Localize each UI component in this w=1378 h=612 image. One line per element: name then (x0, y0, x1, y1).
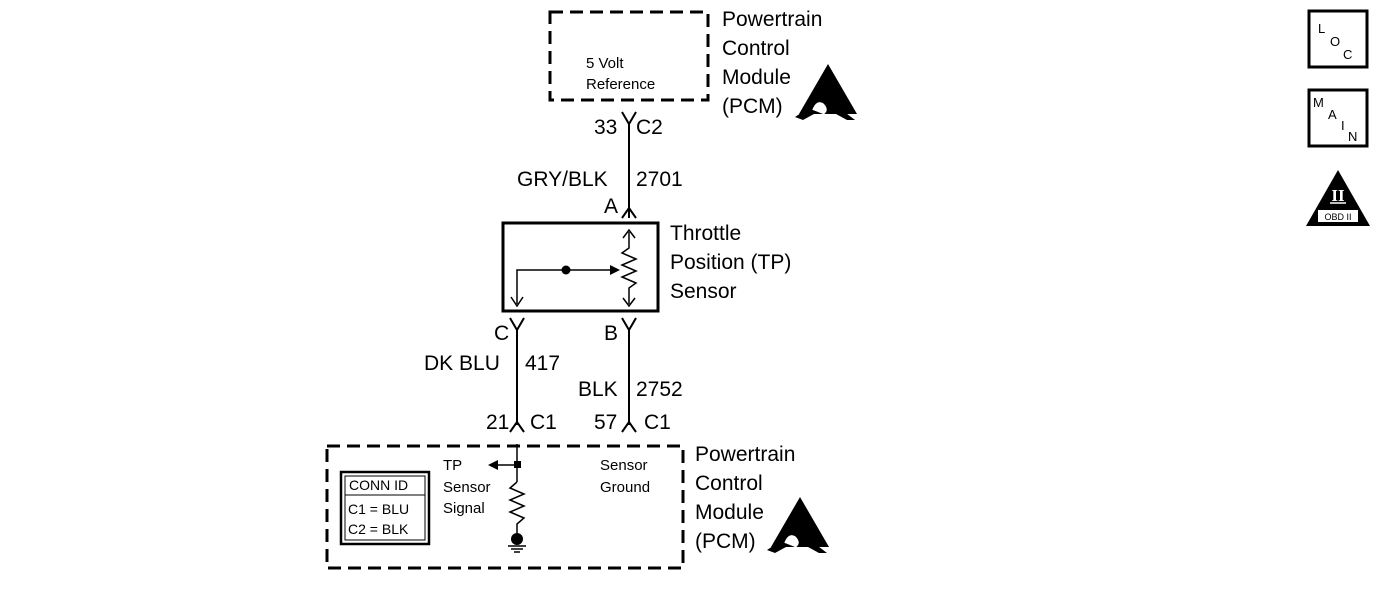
obd-ii-icon[interactable]: II OBD II (1306, 170, 1370, 226)
top-pcm-dashed-box (548, 10, 710, 102)
top-pcm-name-line3: Module (722, 66, 791, 89)
obd-roman-numeral: II (1331, 186, 1345, 205)
loc-icon[interactable]: L O C (1307, 9, 1369, 69)
signal-label-line1: TP (443, 457, 462, 474)
top-pcm-module: 5 Volt Reference Powertrain Control Modu… (548, 8, 857, 120)
top-connector: 33 C2 (594, 111, 663, 139)
reference-label-line1: 5 Volt (586, 55, 624, 72)
loc-letter-c: C (1343, 47, 1352, 62)
potentiometer-resistor (620, 232, 638, 304)
top-pcm-name-line4: (PCM) (722, 95, 783, 118)
wire-b-circuit: 2752 (636, 378, 683, 401)
wiper-line (516, 269, 618, 304)
bottom-pcm-name-line1: Powertrain (695, 443, 795, 466)
connector-arrow-top (621, 111, 637, 126)
tp-sensor: Throttle Position (TP) Sensor (501, 221, 791, 313)
bottom-pcm-name-line3: Module (695, 501, 764, 524)
tp-sensor-box (501, 221, 660, 313)
signal-label-line3: Signal (443, 500, 485, 517)
top-connector-pin: 33 (594, 116, 617, 139)
top-connector-id: C2 (636, 116, 663, 139)
ground-label-line2: Ground (600, 479, 650, 496)
ground-dot (511, 533, 523, 545)
main-icon[interactable]: M A I N (1307, 88, 1369, 148)
esd-warning-icon (795, 64, 857, 120)
esd-warning-icon (767, 497, 829, 553)
reference-label-line2: Reference (586, 76, 655, 93)
main-letter-a: A (1328, 107, 1337, 122)
pullup-resistor (508, 481, 526, 534)
signal-label-line2: Sensor (443, 479, 491, 496)
obd-label: OBD II (1324, 212, 1351, 222)
bottom-right-connector-arrow (621, 420, 637, 433)
conn-id-box: CONN ID C1 = BLU C2 = BLK (339, 470, 431, 546)
pin-b-connector (621, 317, 637, 332)
sensor-pin-a: A (604, 195, 618, 218)
conn-id-row1: C1 = BLU (348, 501, 409, 517)
conn-id-title: CONN ID (349, 477, 408, 493)
wire-b-color: BLK (578, 378, 618, 401)
sensor-name-line2: Position (TP) (670, 251, 791, 274)
main-letter-m: M (1313, 95, 1324, 110)
bottom-right-connector: C1 (644, 411, 671, 434)
bottom-pcm-name-line2: Control (695, 472, 763, 495)
signal-tap-arrow (488, 460, 498, 470)
sensor-name-line3: Sensor (670, 280, 737, 303)
potentiometer-arrow-up (622, 228, 636, 239)
bottom-right-pin: 57 (594, 411, 617, 434)
sensor-pin-b: B (604, 322, 618, 345)
loc-letter-o: O (1330, 34, 1340, 49)
bottom-left-connector: C1 (530, 411, 557, 434)
potentiometer-arrow-down (622, 297, 636, 308)
pin-a-connector (621, 206, 637, 219)
wire-c-color: DK BLU (424, 352, 500, 375)
pin-c-connector (509, 317, 525, 332)
wiper-down-arrow (510, 296, 524, 308)
wiper-dot (561, 265, 571, 275)
bottom-left-connector-arrow (509, 420, 525, 433)
wiper-arrow (610, 265, 620, 275)
ground-label-line1: Sensor (600, 457, 648, 474)
conn-id-outer (339, 470, 431, 546)
conn-id-row2: C2 = BLK (348, 521, 409, 537)
wire-a-circuit: 2701 (636, 168, 683, 191)
top-pcm-name-line1: Powertrain (722, 8, 822, 31)
main-letter-i: I (1341, 118, 1345, 133)
sensor-pin-c: C (494, 322, 509, 345)
bottom-pcm-module: TP Sensor Signal Sensor Ground CONN ID C… (325, 443, 829, 570)
top-pcm-name-line2: Control (722, 37, 790, 60)
loc-letter-l: L (1318, 21, 1325, 36)
wire-c-circuit: 417 (525, 352, 560, 375)
bottom-pcm-name-line4: (PCM) (695, 530, 756, 553)
conn-id-inner (344, 475, 426, 541)
sensor-name-line1: Throttle (670, 222, 741, 245)
wire-a-color: GRY/BLK (517, 168, 608, 191)
bottom-left-pin: 21 (486, 411, 509, 434)
main-letter-n: N (1348, 129, 1357, 144)
